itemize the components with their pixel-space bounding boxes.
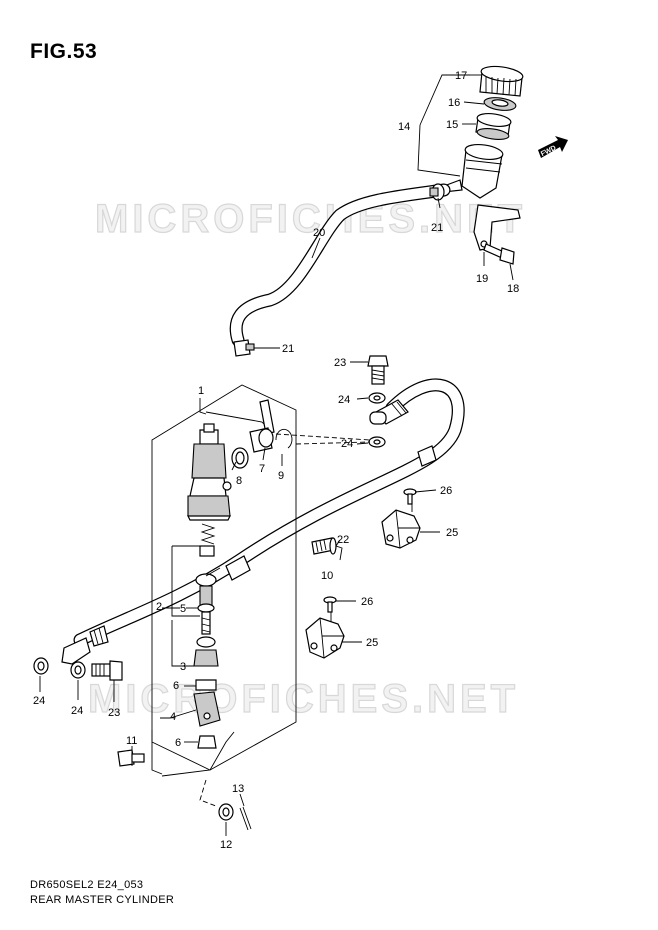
pivot-bolt	[117, 749, 145, 767]
callout-9: 9	[278, 470, 284, 482]
model-code: DR650SEL2 E24_053	[30, 879, 144, 891]
figure-title: FIG.53	[30, 40, 98, 63]
callout-26-upper: 26	[440, 485, 452, 497]
spring	[200, 523, 216, 545]
callout-26-lower: 26	[361, 596, 373, 608]
callout-5: 5	[180, 603, 186, 615]
cup	[199, 545, 215, 557]
inlet-fitting	[249, 399, 275, 453]
callout-4: 4	[170, 711, 176, 723]
callout-25-lower: 25	[366, 637, 378, 649]
screw-lower	[323, 596, 337, 613]
watermark-top: MICROFICHES.NET	[95, 197, 526, 241]
piston-parts	[193, 573, 219, 667]
callout-13: 13	[232, 783, 244, 795]
washer-pin	[218, 803, 234, 821]
figure-name: REAR MASTER CYLINDER	[30, 894, 175, 906]
callout-1: 1	[198, 385, 204, 397]
cotter-pin	[239, 806, 252, 831]
reservoir-assembly: FWD	[443, 65, 568, 265]
callout-24-left: 24	[33, 695, 45, 707]
reservoir-diaphragm	[475, 113, 512, 140]
union-bolt-upper	[367, 355, 389, 385]
callout-14: 14	[398, 121, 410, 133]
callout-labels: 1 2 3 4 5 6 6 7 8 9 10 11 12 13 14 15 16…	[33, 70, 519, 851]
callout-22: 22	[337, 534, 349, 546]
callout-18: 18	[507, 283, 519, 295]
fwd-arrow-icon: FWD	[538, 136, 568, 158]
callout-20: 20	[313, 227, 325, 239]
callout-7: 7	[259, 463, 265, 475]
master-cylinder-body	[187, 423, 232, 521]
callout-16: 16	[448, 97, 460, 109]
callout-11: 11	[126, 735, 137, 747]
reservoir-cap	[479, 65, 524, 97]
callout-24-bottom: 24	[71, 705, 83, 717]
callout-21-lower: 21	[282, 343, 294, 355]
callout-23-lower: 23	[108, 707, 120, 719]
callout-21-upper: 21	[431, 222, 443, 234]
fwd-label: FWD	[540, 145, 557, 158]
washer-lower-1	[33, 657, 49, 675]
callout-12: 12	[220, 839, 232, 851]
hose-guide-lower	[305, 617, 345, 659]
callout-24-middle: 24	[341, 438, 353, 450]
callout-6-lower: 6	[175, 737, 181, 749]
callout-6-upper: 6	[173, 680, 179, 692]
callout-24-upper: 24	[338, 394, 350, 406]
callout-2: 2	[156, 601, 162, 613]
union-bolt-lower	[91, 660, 123, 681]
callout-10: 10	[321, 570, 333, 582]
washer-lower-2	[70, 661, 86, 679]
reservoir-bracket	[473, 204, 521, 251]
callout-15: 15	[446, 119, 458, 131]
brake-hose	[61, 378, 465, 665]
callout-23-upper: 23	[334, 357, 346, 369]
hose-guide-upper	[381, 509, 421, 549]
screw-upper	[403, 488, 417, 505]
callout-17: 17	[455, 70, 467, 82]
leader-lines	[39, 74, 514, 836]
bracket-bolt	[483, 243, 515, 265]
callout-8: 8	[236, 475, 242, 487]
callout-25-upper: 25	[446, 527, 458, 539]
hose-clamp-lower	[233, 339, 255, 357]
push-rod	[193, 679, 221, 749]
watermark-bottom: MICROFICHES.NET	[88, 677, 519, 721]
circlip	[275, 428, 293, 449]
callout-3: 3	[180, 661, 186, 673]
reservoir-tank	[443, 143, 504, 199]
mounting-bolt	[311, 537, 337, 555]
callout-19: 19	[476, 273, 488, 285]
